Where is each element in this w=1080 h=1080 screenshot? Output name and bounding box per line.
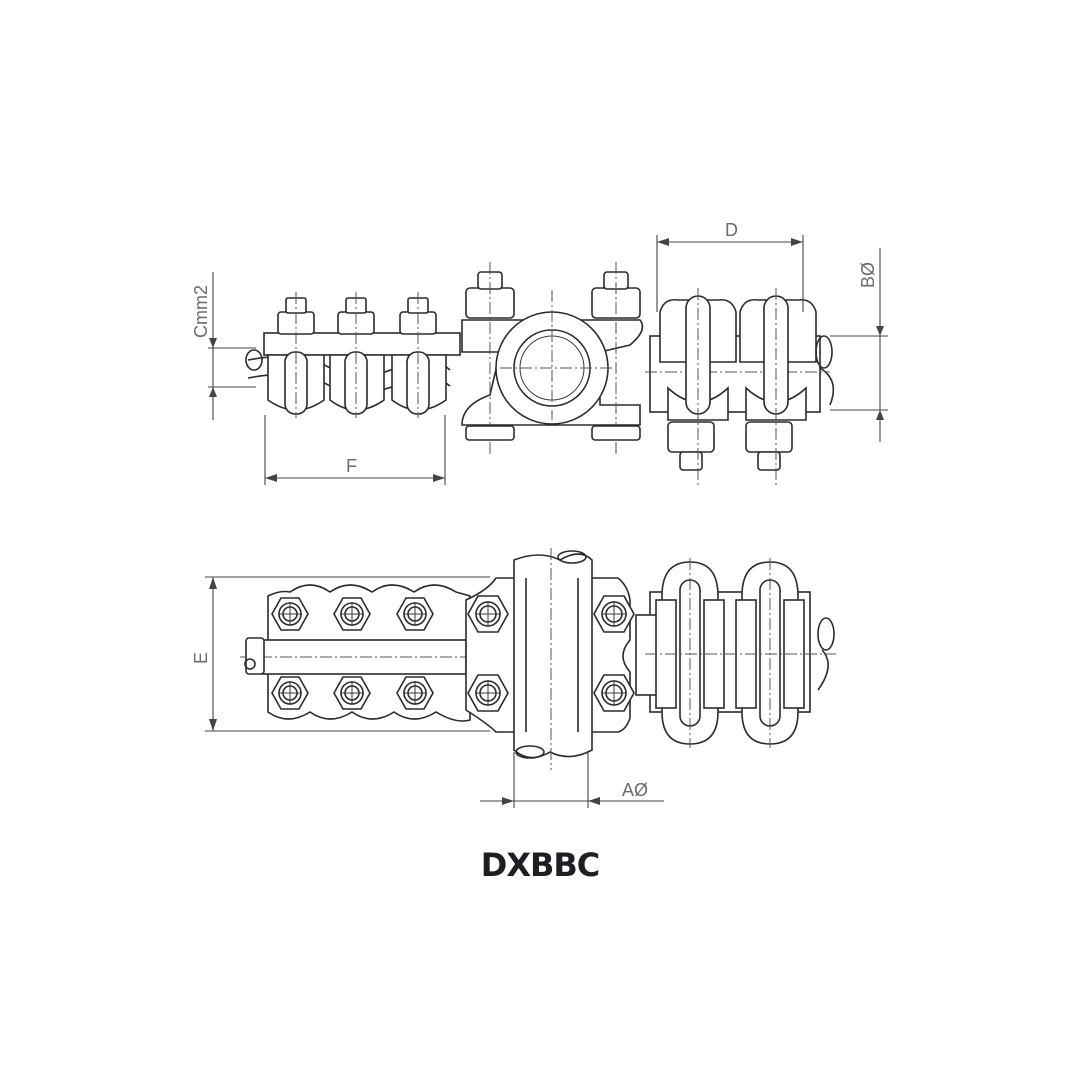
dimension-f: F bbox=[264, 415, 446, 485]
dimension-c: Cmm2 bbox=[191, 272, 256, 420]
side-view: Cmm2 F D BØ bbox=[191, 220, 888, 485]
dimension-label-a: AØ bbox=[622, 780, 648, 800]
dimension-b: BØ bbox=[830, 248, 888, 442]
dimension-label-c: Cmm2 bbox=[191, 285, 211, 338]
top-view: E AØ bbox=[191, 548, 836, 808]
dimension-e: E bbox=[191, 576, 490, 732]
dimension-label-f: F bbox=[346, 456, 357, 476]
product-title: DXBBC bbox=[480, 846, 601, 884]
dimension-label-d: D bbox=[725, 220, 738, 240]
hex-nuts-left bbox=[271, 597, 434, 710]
dimension-label-e: E bbox=[191, 652, 211, 664]
right-u-bolts-top bbox=[635, 558, 836, 748]
dimension-a: AØ bbox=[480, 752, 664, 808]
right-u-bolts bbox=[645, 288, 835, 485]
dimension-label-b: BØ bbox=[858, 262, 878, 288]
hex-nuts-center bbox=[467, 595, 635, 712]
dimension-d: D bbox=[656, 220, 804, 312]
center-clamp bbox=[461, 262, 644, 455]
left-u-bolts bbox=[267, 292, 447, 418]
